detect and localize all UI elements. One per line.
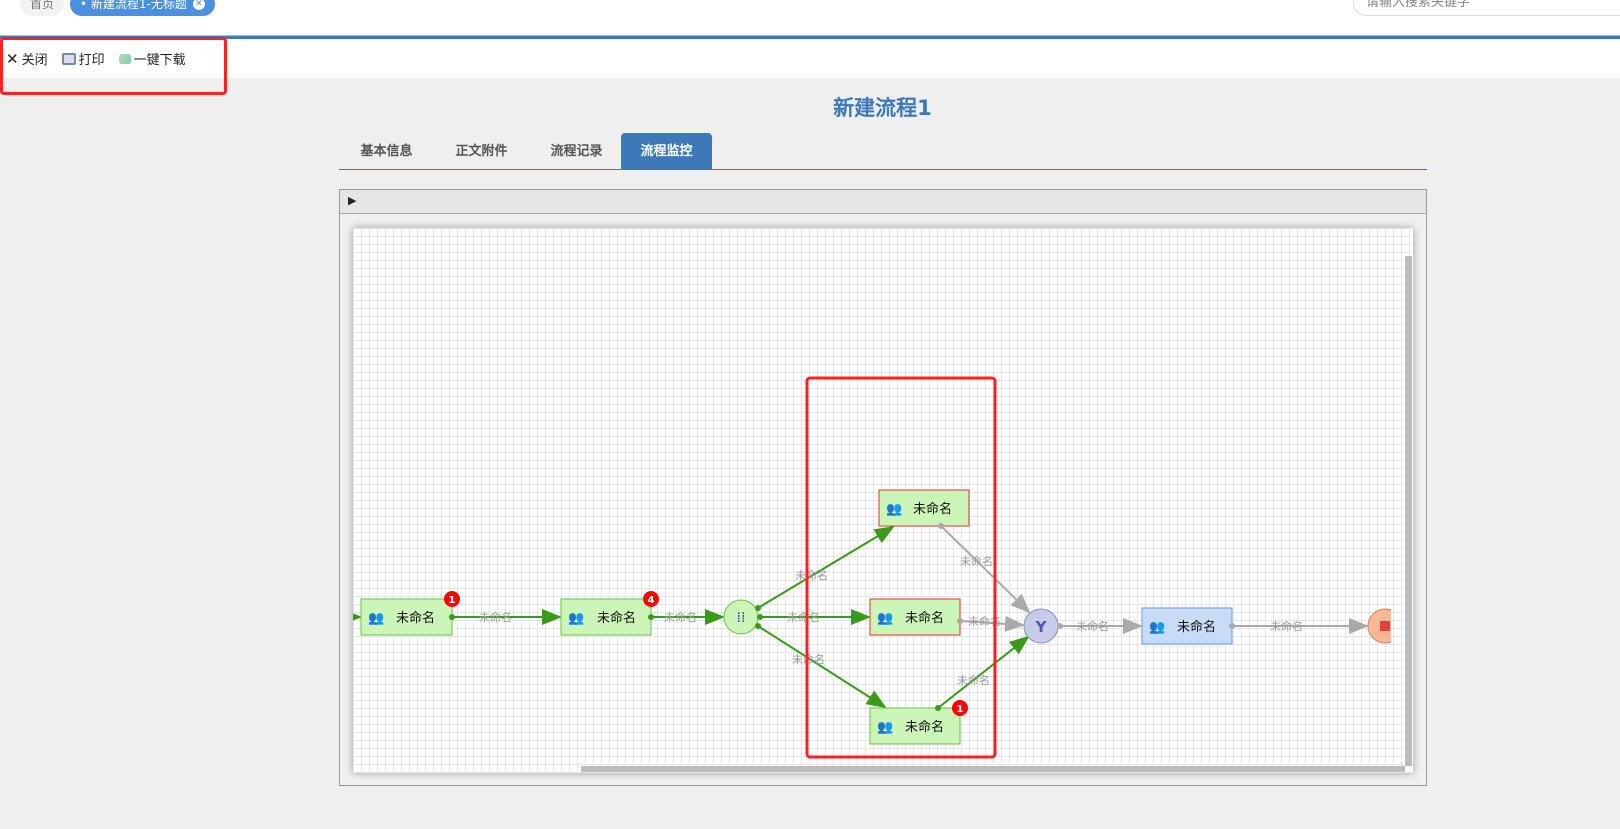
count-badge: 1 — [952, 700, 968, 716]
close-label: 关闭 — [21, 53, 48, 68]
svg-text:4: 4 — [648, 595, 655, 606]
task-node[interactable]: 👥 未命名 — [560, 598, 652, 636]
edge[interactable] — [959, 615, 1025, 632]
node-label: 未命名 — [396, 610, 435, 626]
print-button[interactable]: 打印 — [61, 49, 105, 68]
toolbar: ✕关闭 打印 一键下载 — [0, 39, 1620, 78]
edge-label: 未命名 — [479, 610, 512, 624]
task-node[interactable]: 👥 未命名 — [360, 598, 453, 636]
tab-basic-info[interactable]: 基本信息 — [360, 144, 413, 159]
close-icon: ✕ — [6, 49, 19, 68]
close-tab-icon[interactable]: ✕ — [192, 0, 205, 10]
tab-process-monitor[interactable]: 流程监控 — [621, 133, 712, 169]
horizontal-scrollbar[interactable] — [581, 766, 1405, 772]
tab-home[interactable]: 首页 — [20, 0, 65, 16]
edge-label: 未命名 — [1270, 619, 1303, 633]
edge-label: 未命名 — [1076, 619, 1109, 633]
count-badge: 1 — [444, 591, 460, 607]
close-button[interactable]: ✕关闭 — [6, 49, 48, 69]
search-input[interactable]: 请输入搜索关键字 — [1353, 0, 1620, 16]
download-icon — [118, 53, 131, 64]
edge[interactable] — [757, 625, 887, 709]
stop-icon — [1380, 621, 1390, 631]
content-tabs: 基本信息 正文附件 流程记录 流程监控 — [339, 133, 1427, 170]
edge[interactable] — [757, 525, 895, 609]
node-label: 未命名 — [905, 719, 944, 735]
vertical-scrollbar[interactable] — [1405, 256, 1412, 766]
download-button[interactable]: 一键下载 — [118, 49, 186, 68]
node-label: 未命名 — [597, 610, 636, 626]
edge-label: 未命名 — [968, 614, 1001, 628]
printer-icon — [61, 52, 76, 65]
tab-process-record[interactable]: 流程记录 — [550, 144, 603, 159]
edge[interactable] — [937, 635, 1030, 709]
dots — [449, 605, 941, 711]
svg-text:1: 1 — [449, 595, 456, 606]
user-icon: 👥 — [568, 611, 584, 626]
user-icon: 👥 — [877, 611, 893, 626]
edge-label: 未命名 — [960, 554, 993, 568]
top-bar: 首页 • 新建流程1-无标题 ✕ 请输入搜索关键字 — [0, 0, 1620, 36]
count-badge: 4 — [643, 591, 659, 607]
user-icon: 👥 — [877, 720, 893, 735]
download-label: 一键下载 — [133, 53, 186, 68]
fork-icon: ⁞⁞ — [737, 610, 746, 626]
print-label: 打印 — [78, 53, 105, 68]
node-label: 未命名 — [1177, 619, 1216, 635]
user-icon: 👥 — [368, 611, 384, 626]
highlight-parallel-branch — [805, 376, 997, 759]
node-label: 未命名 — [905, 610, 944, 626]
join-gateway[interactable]: Y — [1023, 608, 1059, 644]
play-icon[interactable]: ▶ — [340, 190, 1426, 214]
task-node[interactable]: 👥 未命名 — [869, 707, 961, 745]
edge-label: 未命名 — [664, 610, 697, 624]
merge-icon: Y — [1035, 618, 1048, 636]
node-label: 未命名 — [913, 501, 952, 517]
user-icon: 👥 — [1149, 620, 1165, 635]
highlight-toolbar — [0, 37, 227, 95]
edge-label: 未命名 — [795, 568, 828, 582]
svg-text:1: 1 — [957, 704, 964, 715]
task-node[interactable]: 👥 未命名 — [1141, 607, 1233, 645]
tab-label: • 新建流程1-无标题 — [80, 0, 187, 11]
user-icon: 👥 — [886, 502, 902, 517]
edge-label: 未命名 — [787, 610, 820, 624]
tab-attachments[interactable]: 正文附件 — [455, 144, 508, 159]
header-divider — [0, 35, 1620, 39]
edge[interactable] — [940, 525, 1031, 614]
end-node[interactable] — [1367, 608, 1402, 644]
fork-gateway[interactable]: ⁞⁞ — [723, 599, 759, 635]
task-node[interactable]: 👥 未命名 — [878, 489, 970, 527]
task-node[interactable]: 👥 未命名 — [869, 598, 961, 636]
page-title: 新建流程1 — [833, 96, 932, 120]
edge-label: 未命名 — [957, 673, 990, 687]
tab-current-document[interactable]: • 新建流程1-无标题 ✕ — [70, 0, 215, 16]
